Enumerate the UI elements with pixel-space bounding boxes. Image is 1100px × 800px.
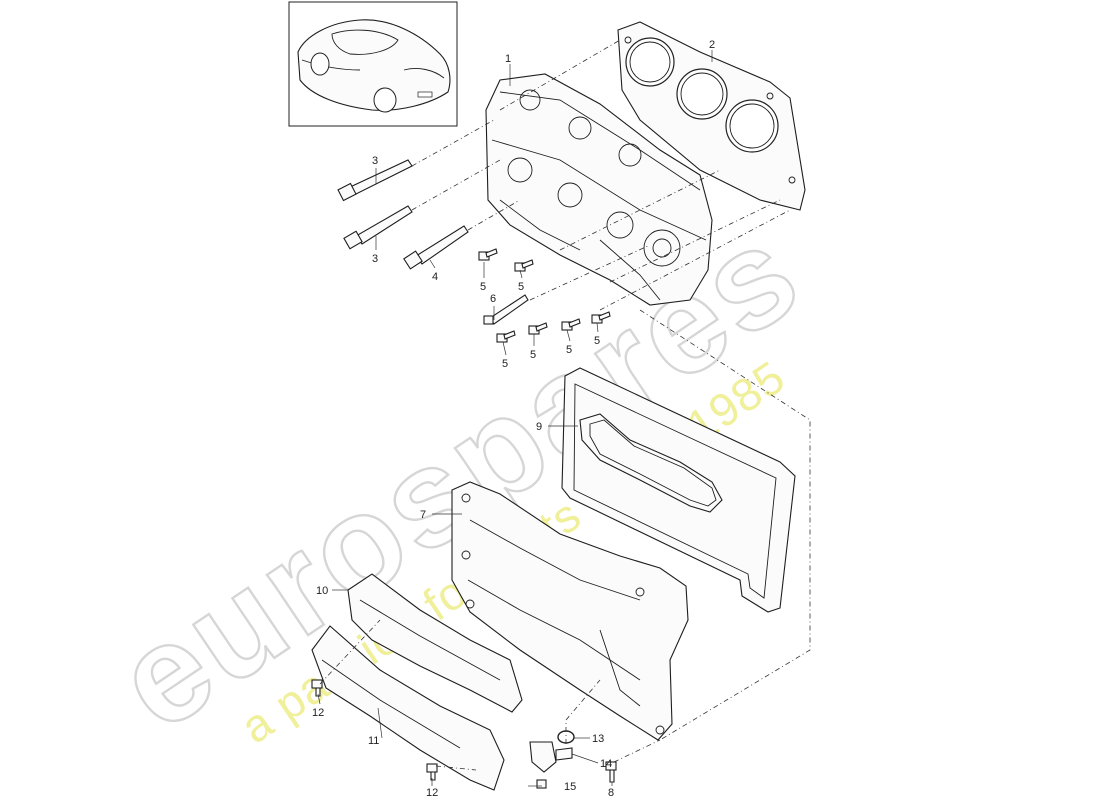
- valve-cover: [451, 481, 689, 741]
- bolt-15: [536, 779, 547, 789]
- bolt-5-group: [478, 248, 611, 343]
- callout-label: 5: [502, 358, 508, 370]
- callout-label: 5: [480, 281, 486, 293]
- callout-label: 8: [608, 787, 614, 799]
- cylinder-head: [485, 73, 713, 306]
- head-bolt-3a: [337, 159, 413, 202]
- callout-label: 14: [600, 758, 612, 770]
- callout-label: 5: [566, 344, 572, 356]
- head-gasket: [617, 21, 806, 211]
- callout-label: 7: [420, 509, 426, 521]
- callout-label: 1: [505, 53, 511, 65]
- bolt-8: [605, 761, 617, 783]
- callout-label: 4: [432, 271, 438, 283]
- car-coupe-illustration: [297, 19, 451, 113]
- vehicle-inset: [288, 1, 458, 127]
- heat-shield-upper: [347, 573, 523, 713]
- callout-label: 11: [368, 735, 379, 747]
- callout-label: 5: [518, 281, 524, 293]
- callout-label: 5: [594, 335, 600, 347]
- valve-cover-gasket: [561, 367, 796, 613]
- sensor-14: [529, 741, 573, 773]
- stud-6: [483, 294, 529, 325]
- callout-label: 6: [490, 293, 496, 305]
- fastener-12a: [311, 679, 323, 697]
- head-bolts: [337, 159, 611, 343]
- callout-label: 15: [564, 781, 576, 793]
- callout-label: 2: [709, 39, 715, 51]
- head-bolt-3b: [343, 205, 413, 250]
- heat-shield-lower: [311, 625, 505, 791]
- callout-labels: 1 2 3 3 4 5 5 6 5 5 5 5 9 7 10 12 11 13 …: [312, 39, 715, 799]
- callout-label: 9: [536, 421, 542, 433]
- callout-label: 13: [592, 733, 604, 745]
- callout-label: 12: [426, 787, 438, 799]
- fastener-12b: [426, 763, 438, 781]
- callout-label: 12: [312, 707, 324, 719]
- callout-leaders: [317, 50, 713, 787]
- callout-label: 5: [530, 349, 536, 361]
- callout-label: 3: [372, 155, 378, 167]
- assembly-lines: [319, 39, 811, 771]
- head-bolt-4: [403, 225, 469, 270]
- callout-label: 3: [372, 253, 378, 265]
- callout-label: 10: [316, 585, 328, 597]
